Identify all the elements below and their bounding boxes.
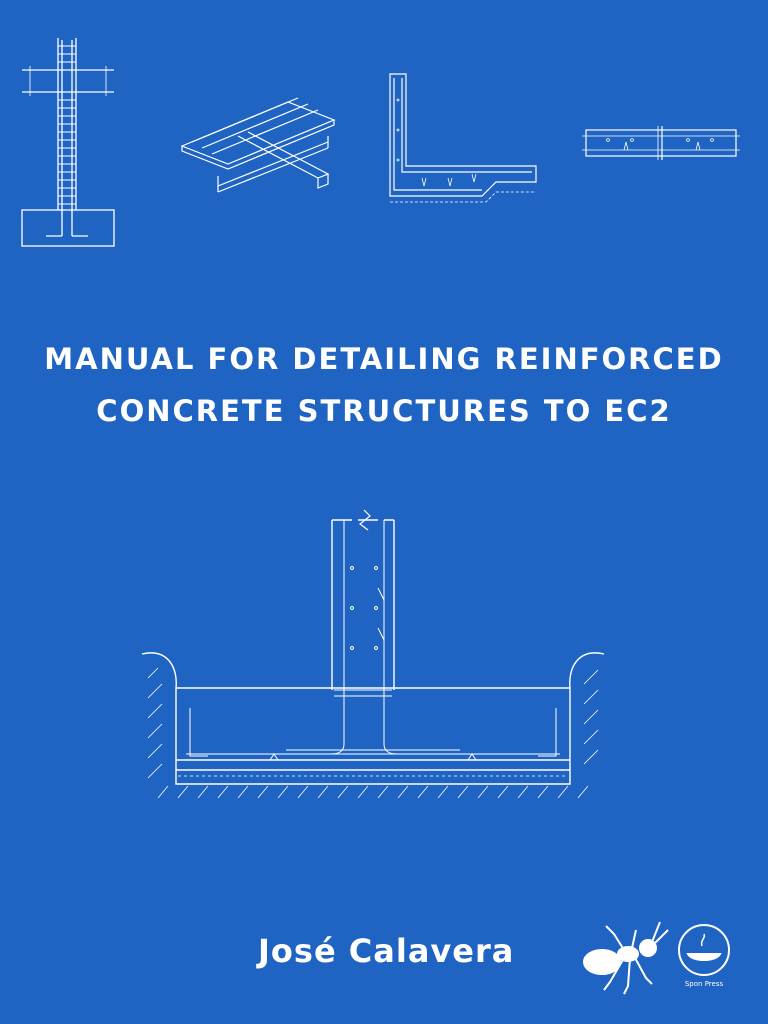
column-reinforcement-drawing <box>18 36 118 250</box>
lamp-emblem-icon <box>674 922 734 978</box>
ant-logo-icon <box>580 912 670 1002</box>
publisher-name: Spon Press <box>684 980 724 988</box>
slab-section-drawing <box>580 122 742 162</box>
author-name: José Calavera <box>258 932 515 970</box>
slab-beam-isometric-drawing <box>178 96 338 196</box>
book-title-line-2: CONCRETE STRUCTURES TO EC2 <box>96 394 672 428</box>
foundation-section-drawing <box>138 508 608 808</box>
book-title: MANUAL FOR DETAILING REINFORCED CONCRETE… <box>0 333 768 437</box>
retaining-wall-section-drawing <box>386 70 542 210</box>
book-title-line-1: MANUAL FOR DETAILING REINFORCED <box>44 342 724 376</box>
